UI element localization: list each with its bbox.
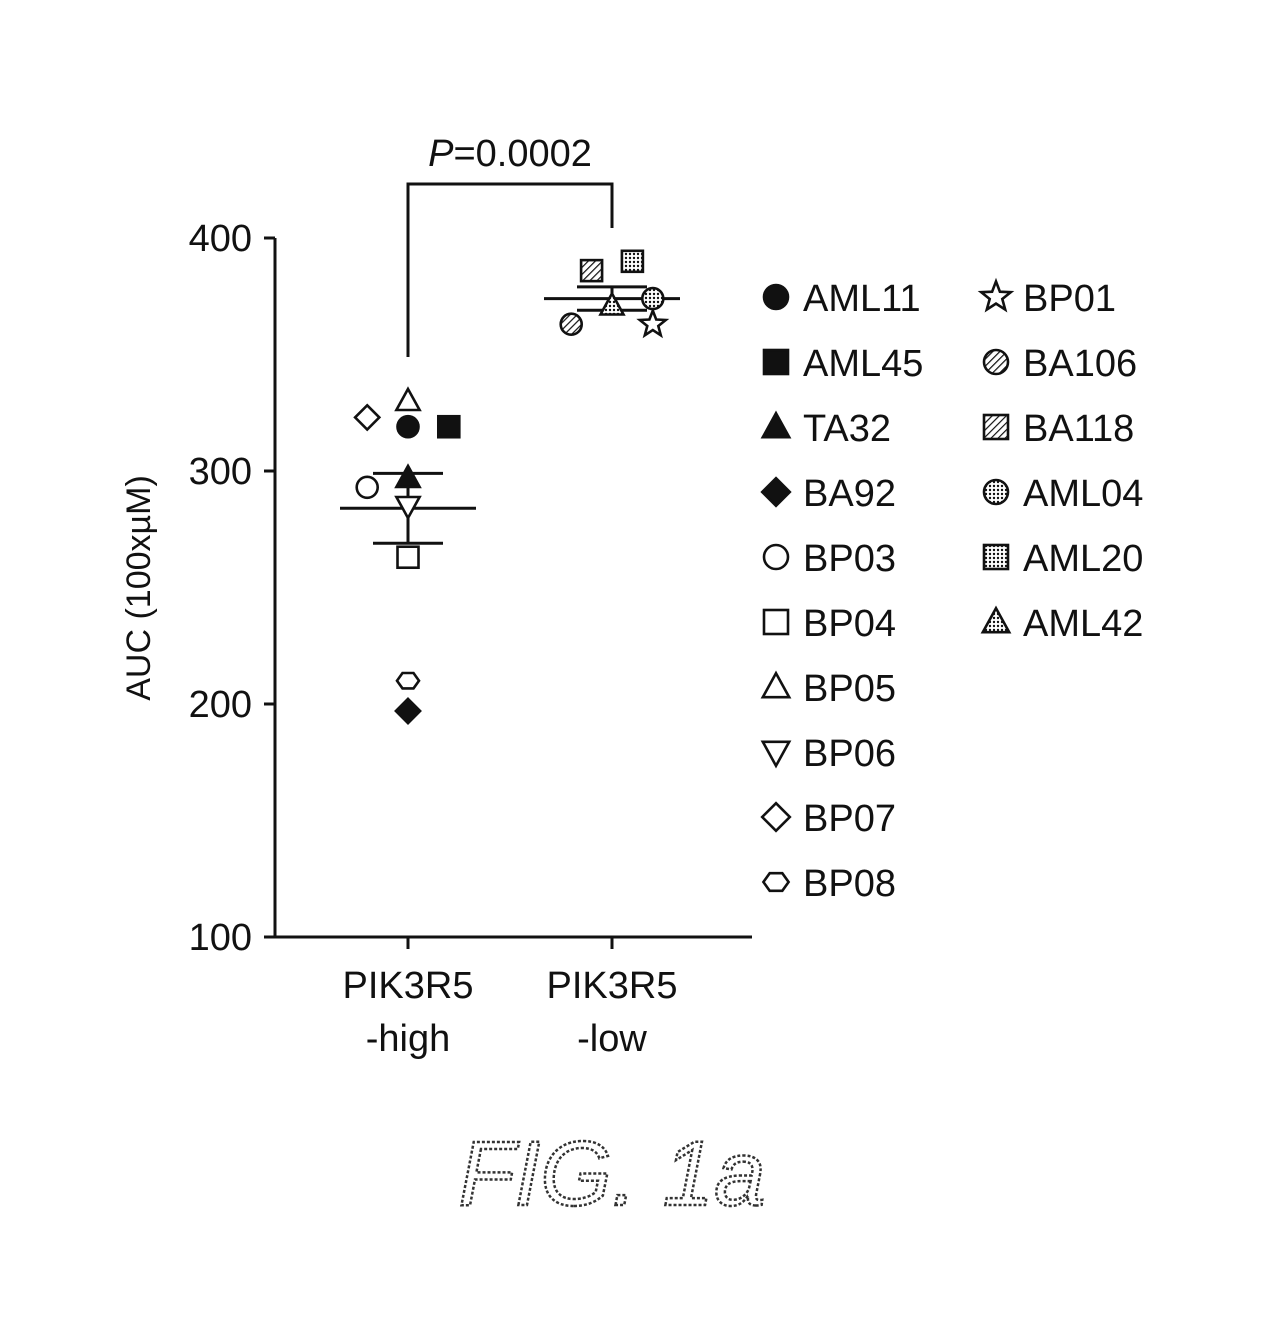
legend-item-aml45: AML45 bbox=[762, 343, 923, 385]
legend-label: AML20 bbox=[1023, 538, 1143, 580]
data-point-bp08 bbox=[395, 671, 421, 690]
legend-marker-ba106 bbox=[982, 348, 1010, 376]
legend-label: BP08 bbox=[803, 863, 896, 905]
legend-marker-aml42 bbox=[980, 605, 1012, 634]
x-category-sublabel: -high bbox=[366, 1018, 451, 1060]
legend-marker-aml04 bbox=[982, 478, 1010, 506]
data-point-aml11 bbox=[396, 414, 420, 439]
legend-label: BA92 bbox=[803, 473, 896, 515]
data-point-bp06 bbox=[394, 495, 422, 521]
legend-marker-bp01 bbox=[977, 277, 1015, 313]
legend-item-bp08: BP08 bbox=[761, 863, 896, 905]
data-point-bp03 bbox=[355, 475, 380, 500]
data-point-aml45 bbox=[436, 414, 461, 439]
legend-item-bp06: BP06 bbox=[760, 733, 896, 775]
legend-item-bp05: BP05 bbox=[760, 668, 896, 710]
legend-item-ba118: BA118 bbox=[982, 408, 1134, 450]
data-point-bp04 bbox=[396, 545, 420, 570]
legend-marker-ta32 bbox=[760, 410, 792, 439]
data-point-bp07 bbox=[353, 403, 382, 432]
legend-label: BA106 bbox=[1023, 343, 1137, 385]
legend-item-bp04: BP04 bbox=[762, 603, 896, 645]
y-tick-label: 400 bbox=[189, 218, 252, 260]
y-axis-title: AUC (100xµM) bbox=[120, 475, 158, 701]
y-ticks: 100 200 300 400 bbox=[189, 218, 275, 959]
data-point-aml42 bbox=[598, 290, 626, 316]
legend-item-aml20: AML20 bbox=[982, 538, 1143, 580]
mean-sem-lines bbox=[340, 285, 680, 545]
data-point-bp05 bbox=[394, 386, 422, 412]
legend-label: TA32 bbox=[803, 408, 891, 450]
y-tick-label: 100 bbox=[189, 917, 252, 959]
legend-label: BP03 bbox=[803, 538, 896, 580]
legend-marker-bp04 bbox=[762, 608, 790, 636]
legend-marker-aml20 bbox=[982, 543, 1010, 571]
data-points bbox=[353, 249, 670, 725]
legend-marker-aml45 bbox=[762, 348, 790, 376]
legend-item-bp01: BP01 bbox=[977, 277, 1116, 320]
legend-label: AML11 bbox=[803, 278, 921, 320]
legend-label: BP05 bbox=[803, 668, 896, 710]
legend-label: BP01 bbox=[1023, 278, 1116, 320]
data-point-aml04 bbox=[640, 286, 665, 311]
legend-label: BP04 bbox=[803, 603, 896, 645]
legend-item-aml42: AML42 bbox=[980, 603, 1143, 645]
legend-label: AML04 bbox=[1023, 473, 1143, 515]
data-point-ba106 bbox=[559, 312, 584, 337]
legend-label: BP07 bbox=[803, 798, 896, 840]
legend-label: AML42 bbox=[1023, 603, 1143, 645]
legend-label: BP06 bbox=[803, 733, 896, 775]
data-point-ba92 bbox=[394, 697, 422, 725]
figure-caption: FIG. 1a bbox=[459, 1123, 766, 1225]
legend-item-bp03: BP03 bbox=[762, 538, 896, 580]
data-point-bp01 bbox=[636, 306, 670, 339]
p-value-number: =0.0002 bbox=[453, 133, 591, 175]
x-category-sublabel: -low bbox=[577, 1018, 647, 1060]
legend-marker-bp05 bbox=[760, 670, 792, 699]
legend-label: AML45 bbox=[803, 343, 923, 385]
data-point-ba118 bbox=[579, 258, 604, 283]
data-point-aml20 bbox=[620, 249, 645, 274]
legend-item-aml04: AML04 bbox=[982, 473, 1143, 515]
p-value-label: P=0.0002 bbox=[428, 133, 592, 175]
legend: AML11AML45TA32BA92BP03BP04BP05BP06BP07BP… bbox=[760, 277, 1143, 905]
legend-item-ba92: BA92 bbox=[760, 473, 896, 515]
legend-label: BA118 bbox=[1023, 408, 1134, 450]
bracket-line bbox=[406, 182, 614, 357]
axes: 100 200 300 400 PIK3R5 -high PIK3R5 -low bbox=[189, 218, 752, 1060]
legend-item-ba106: BA106 bbox=[982, 343, 1137, 385]
legend-item-aml11: AML11 bbox=[762, 278, 921, 320]
legend-marker-ba92 bbox=[760, 476, 792, 508]
y-tick-label: 200 bbox=[189, 684, 252, 726]
x-category-label: PIK3R5 bbox=[547, 965, 678, 1007]
legend-marker-bp06 bbox=[760, 740, 792, 769]
legend-marker-bp07 bbox=[760, 801, 792, 833]
significance-bracket: P=0.0002 bbox=[406, 133, 614, 357]
legend-marker-bp08 bbox=[761, 871, 791, 893]
legend-marker-aml11 bbox=[762, 283, 790, 311]
x-category-label: PIK3R5 bbox=[343, 965, 474, 1007]
legend-marker-ba118 bbox=[982, 413, 1010, 441]
x-ticks: PIK3R5 -high PIK3R5 -low bbox=[343, 937, 678, 1060]
y-tick-label: 300 bbox=[189, 451, 252, 493]
legend-item-ta32: TA32 bbox=[760, 408, 891, 450]
data-point-ta32 bbox=[394, 463, 422, 489]
legend-marker-bp03 bbox=[762, 543, 790, 571]
legend-item-bp07: BP07 bbox=[760, 798, 896, 840]
p-value-symbol: P bbox=[428, 133, 454, 175]
